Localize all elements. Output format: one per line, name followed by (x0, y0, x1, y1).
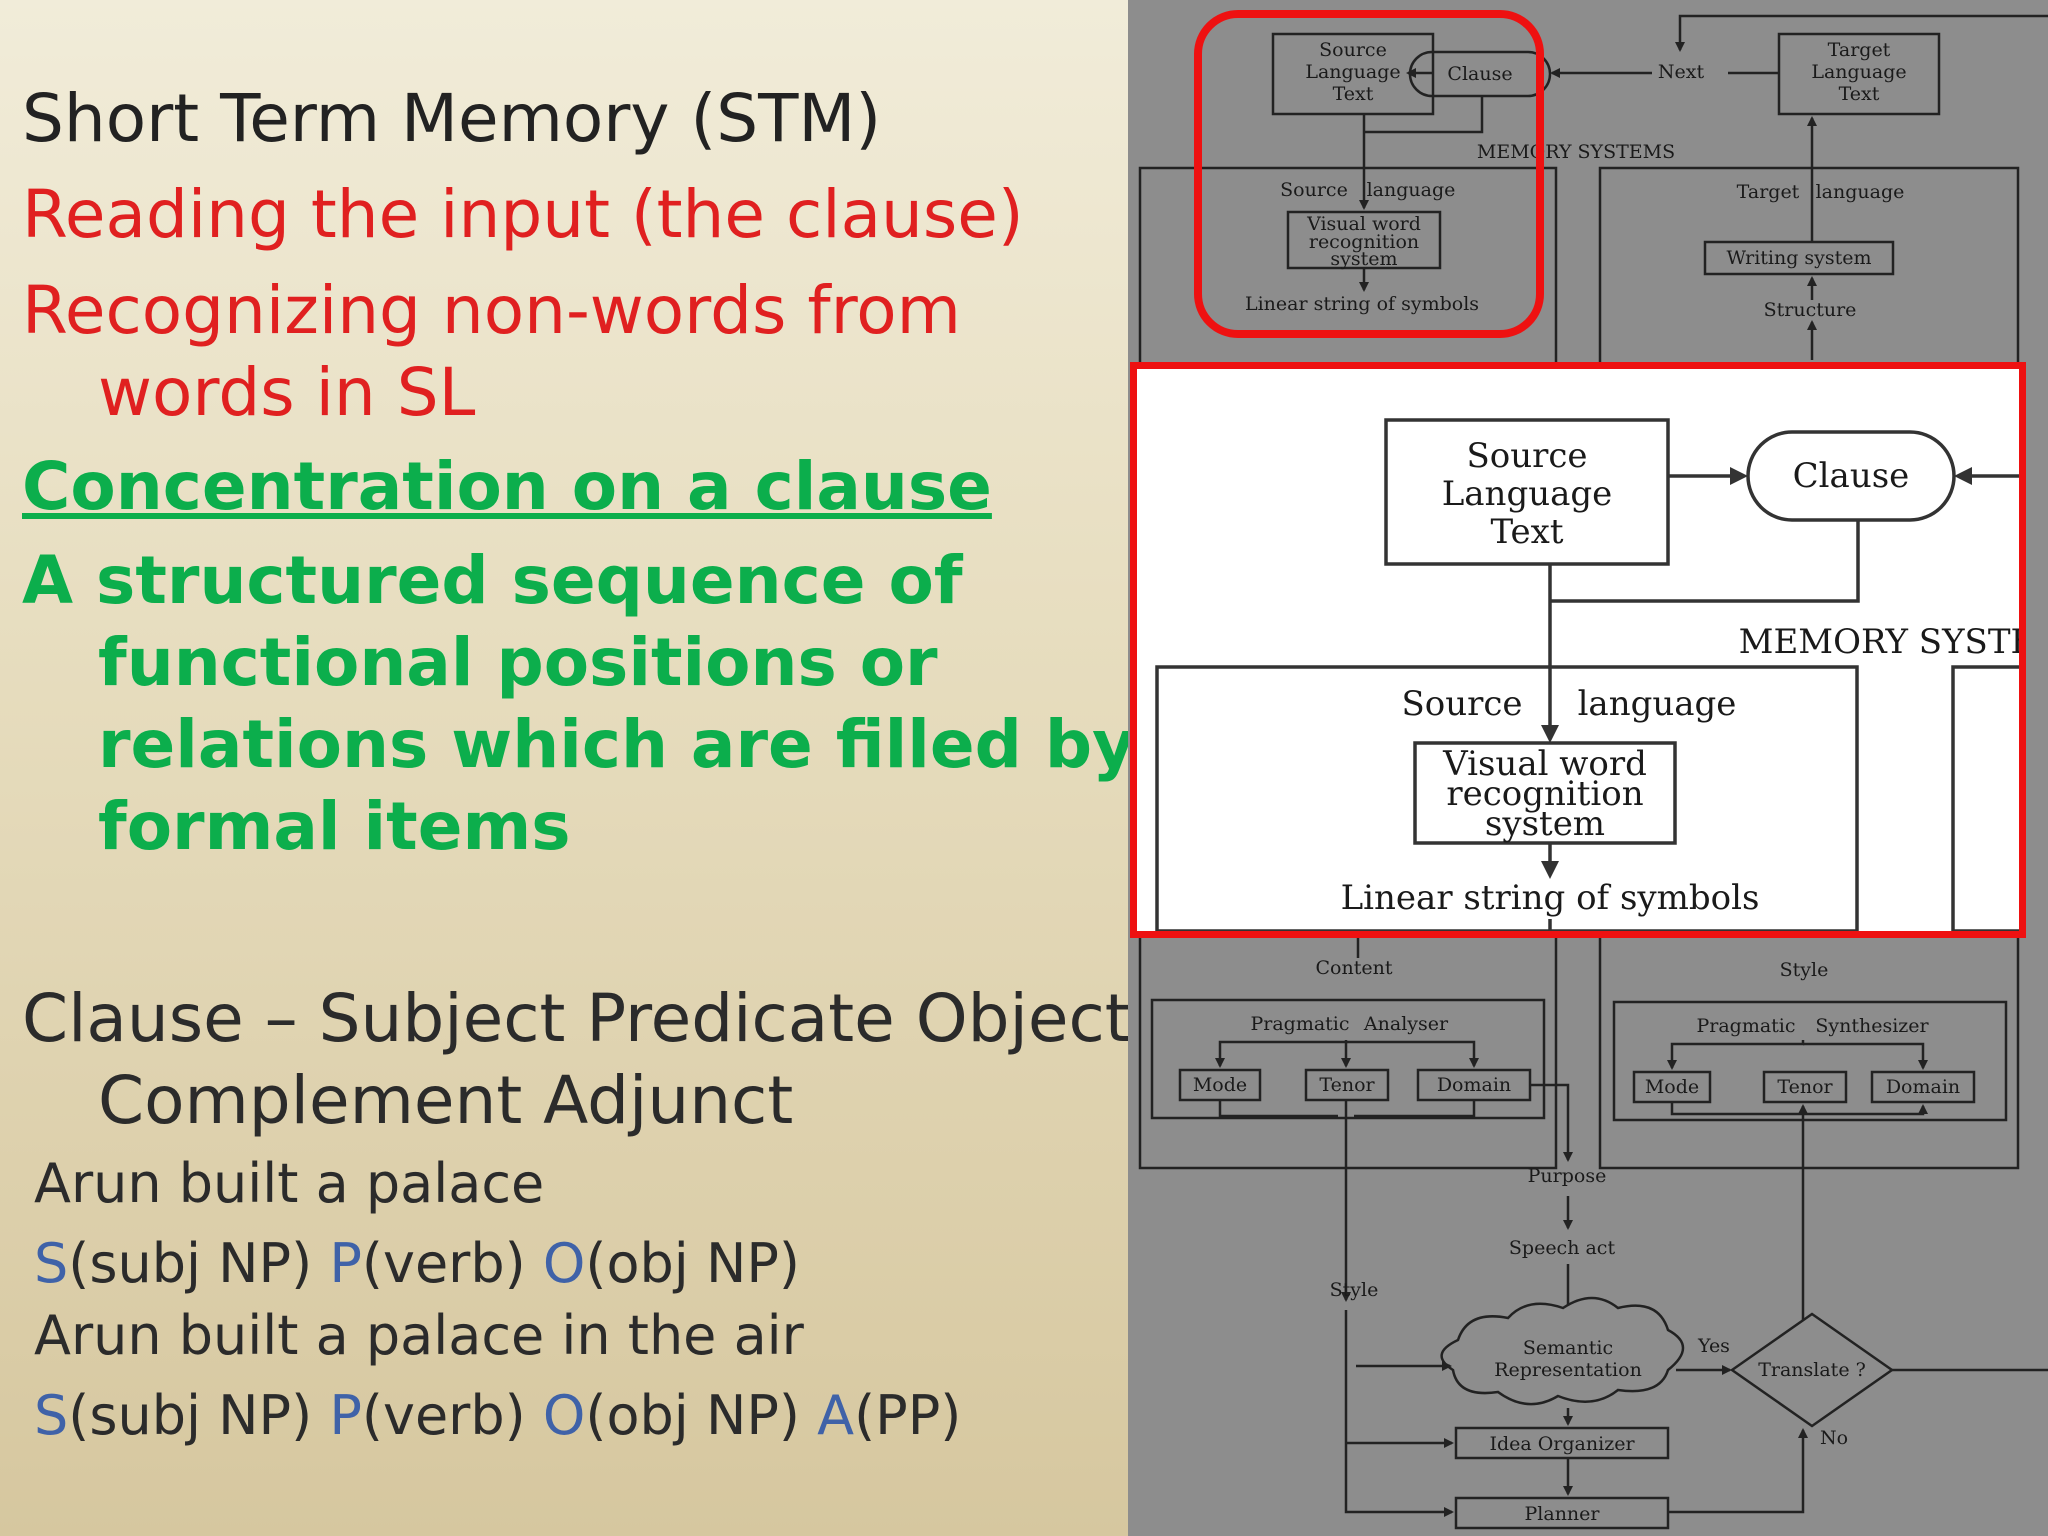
style-left-label: Style (1330, 1279, 1379, 1301)
source-text-label: Text (1333, 83, 1374, 105)
writing-system-box (1703, 240, 1895, 276)
tag-letter: P (329, 1384, 362, 1447)
pragmatic-synthesizer-frame (1612, 1000, 2008, 1122)
translate-label: Translate ? (1758, 1359, 1866, 1381)
no-label: No (1820, 1427, 1848, 1449)
memory-systems-label: MEMORY SYSTEMS (1477, 141, 1675, 163)
source-language-label: Source (1280, 179, 1348, 201)
pragmatic-synthesizer-label: Pragmatic (1696, 1015, 1795, 1037)
tag-rest: (obj NP) (585, 1384, 818, 1447)
zoomed-diagram: Source Language Text Clause MEMORY SYSTE… (1155, 418, 2019, 931)
structure-label: Structure (1764, 299, 1857, 321)
green-line-3: relations which are filled by (98, 706, 1136, 783)
target-language-label: language (1816, 181, 1905, 203)
pragmatic-analyser-label: Analyser (1363, 1013, 1449, 1035)
visual-word-label: Visual word (1306, 213, 1421, 235)
speech-act-label: Speech act (1509, 1237, 1616, 1259)
tag-rest: (PP) (854, 1384, 962, 1447)
highlight-rounded-box (1194, 10, 1544, 338)
idea-organizer-label: Idea Organizer (1489, 1433, 1635, 1455)
zoom-visual-word-box (1413, 741, 1677, 845)
slide-text-panel: Short Term Memory (STM) Reading the inpu… (22, 80, 1135, 1447)
bullet-recognizing-line2: words in SL (98, 354, 476, 431)
example-1-tags: S(subj NP) P(verb) O(obj NP) (34, 1232, 800, 1295)
target-text-label: Language (1811, 61, 1906, 83)
target-text-label: Text (1839, 83, 1880, 105)
zoom-source-memory-frame (1155, 665, 1859, 931)
semantic-cloud (1440, 1296, 1685, 1406)
source-text-label: Source (1319, 39, 1387, 61)
zoom-source-language-label: language (1578, 684, 1737, 724)
example-2-tags: S(subj NP) P(verb) O(obj NP) A(PP) (34, 1384, 961, 1447)
style-right-label: Style (1780, 959, 1829, 981)
zoom-visual-word-label: system (1485, 804, 1605, 844)
zoom-target-memory-frame (1951, 665, 2019, 931)
zoom-linear-string-label: Linear string of symbols (1341, 878, 1760, 918)
zoom-source-text-label: Language (1442, 474, 1613, 514)
domain-box-right (1870, 1070, 1976, 1104)
tag-letter: S (34, 1384, 69, 1447)
clause-label: Clause (1447, 63, 1512, 85)
tag-rest: (verb) (361, 1384, 543, 1447)
tag-letter: O (542, 1384, 586, 1447)
tag-rest: (verb) (361, 1232, 543, 1295)
linear-string-label: Linear string of symbols (1245, 293, 1479, 315)
semantic-label: Semantic (1523, 1337, 1613, 1359)
zoom-source-text-label: Source (1466, 436, 1587, 476)
bullet-recognizing-line1: Recognizing non-words from (22, 272, 961, 349)
zoom-source-text-box (1384, 418, 1670, 566)
pragmatic-analyser-frame (1150, 998, 1546, 1120)
writing-system-label: Writing system (1726, 247, 1871, 269)
tenor-box-right (1762, 1070, 1848, 1104)
zoomed-detail: Source Language Text Clause MEMORY SYSTE… (1130, 362, 2026, 938)
clause-line-2: Complement Adjunct (98, 1062, 794, 1139)
zoom-visual-word-label: Visual word (1442, 744, 1647, 784)
content-label: Content (1316, 957, 1393, 979)
tenor-label: Tenor (1777, 1076, 1833, 1098)
zoom-memory-systems-label: MEMORY SYSTE (1739, 622, 2019, 662)
tag-letter: O (542, 1232, 586, 1295)
clause-line-1: Clause – Subject Predicate Object (22, 980, 1131, 1057)
target-text-label: Target (1828, 39, 1891, 61)
next-label: Next (1658, 61, 1705, 83)
visual-word-label: recognition (1309, 231, 1419, 253)
yes-label: Yes (1697, 1335, 1730, 1357)
tag-letter: A (817, 1384, 855, 1447)
mode-label: Mode (1645, 1076, 1699, 1098)
domain-label: Domain (1437, 1074, 1511, 1096)
target-language-label: Target (1737, 181, 1800, 203)
tag-rest: (subj NP) (68, 1232, 330, 1295)
slide-title: Short Term Memory (STM) (22, 80, 882, 157)
domain-label: Domain (1886, 1076, 1960, 1098)
source-text-label: Language (1305, 61, 1400, 83)
example-1: Arun built a palace (34, 1152, 545, 1215)
green-heading: Concentration on a clause (22, 448, 992, 525)
tenor-label: Tenor (1319, 1074, 1375, 1096)
green-line-2: functional positions or (98, 624, 938, 701)
example-2: Arun built a palace in the air (34, 1304, 804, 1367)
zoom-clause-label: Clause (1793, 456, 1910, 496)
zoom-visual-word-label: recognition (1446, 774, 1643, 814)
translation-process-diagram: Source Language Text Clause Next Target … (1138, 10, 2048, 1530)
green-line-4: formal items (98, 788, 571, 865)
source-language-label: language (1367, 179, 1456, 201)
green-line-1: A structured sequence of (22, 542, 963, 619)
pragmatic-synthesizer-label: Synthesizer (1815, 1015, 1929, 1037)
pragmatic-analyser-label: Pragmatic (1250, 1013, 1349, 1035)
mode-label: Mode (1193, 1074, 1247, 1096)
tag-rest: (subj NP) (68, 1384, 330, 1447)
semantic-label: Representation (1494, 1359, 1642, 1381)
bullet-reading-input: Reading the input (the clause) (22, 176, 1024, 253)
zoom-source-language-label: Source (1401, 684, 1522, 724)
tag-letter: S (34, 1232, 69, 1295)
zoom-source-text-label: Text (1491, 512, 1564, 552)
planner-label: Planner (1525, 1503, 1601, 1525)
tag-rest: (obj NP) (585, 1232, 800, 1295)
purpose-label: Purpose (1528, 1165, 1607, 1187)
idea-organizer-box (1454, 1426, 1670, 1460)
visual-word-label: system (1330, 248, 1397, 270)
tag-letter: P (329, 1232, 362, 1295)
